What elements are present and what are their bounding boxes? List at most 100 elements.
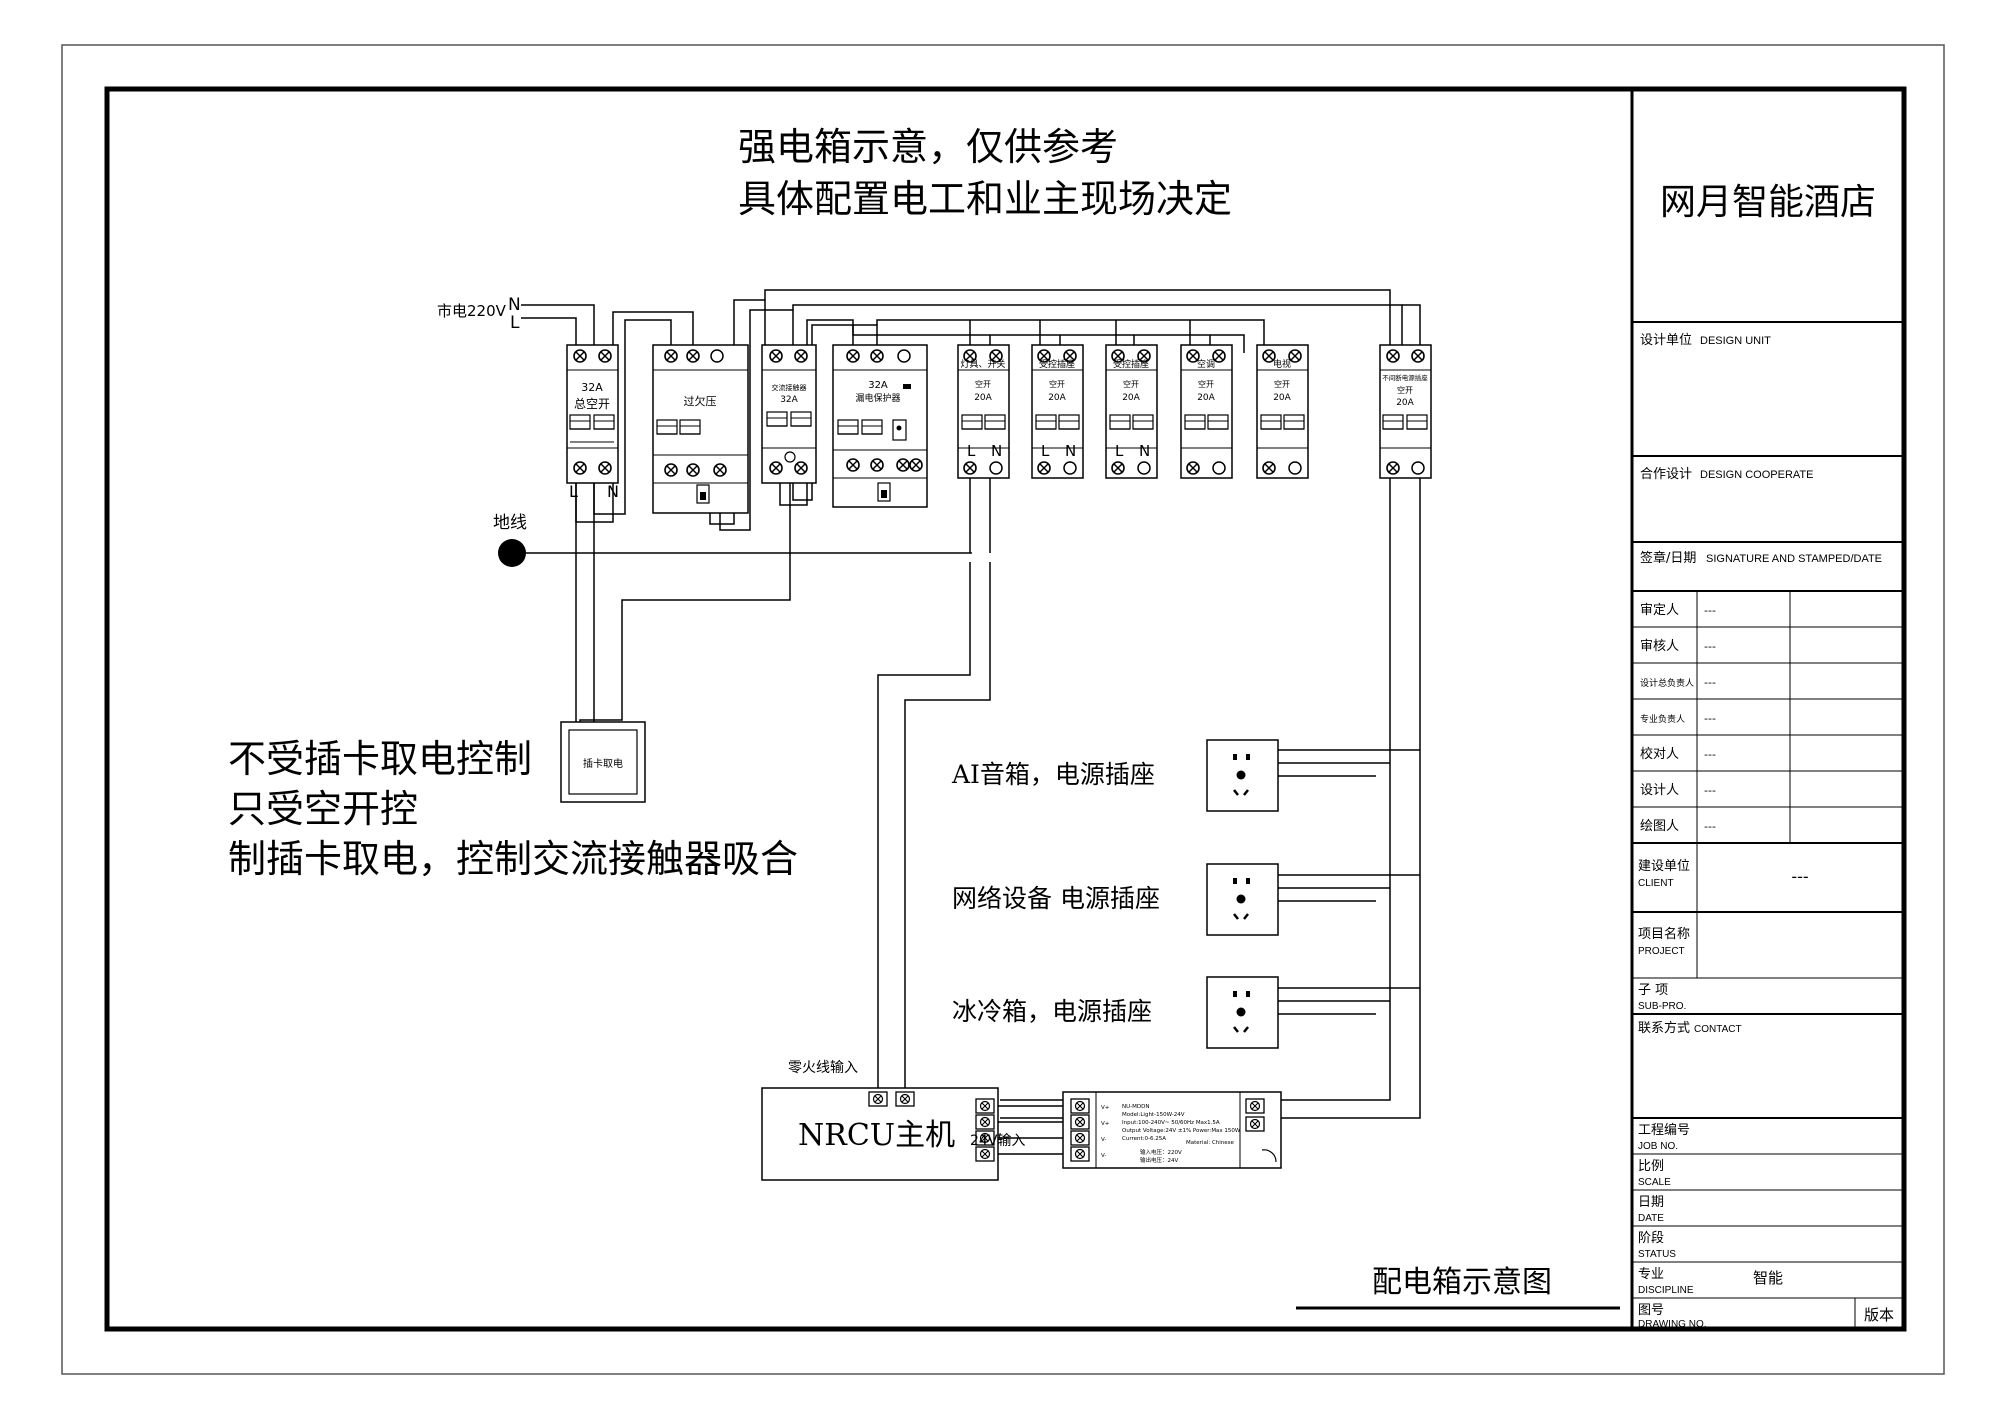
main-breaker — [566, 344, 619, 484]
role-value: --- — [1704, 640, 1716, 653]
branch-name: 灯具、开关 — [960, 358, 1005, 370]
always-on-name: 不间断电源插座 — [1382, 373, 1428, 382]
scale-label: 比例 — [1638, 1159, 1664, 1174]
psu-line8: Material: Chinese — [1186, 1140, 1235, 1146]
ac-contactor — [761, 344, 817, 484]
branch-n-label: N — [991, 442, 1002, 460]
diagram-title: 配电箱示意图 — [1372, 1265, 1552, 1300]
role-label: 专业负责人 — [1640, 713, 1685, 725]
job-label: 工程编号 — [1638, 1123, 1690, 1138]
subpro-label: 子 项 — [1638, 983, 1668, 998]
outer-sheet-border — [61, 44, 1945, 1375]
note-left-line2: 只受空开控 — [228, 787, 418, 831]
design-unit-label: 设计单位 — [1640, 333, 1692, 348]
supply-label: 市电220V — [437, 302, 507, 320]
branch-type: 空开 — [1123, 379, 1139, 389]
main-breaker-rating: 32A — [581, 381, 603, 394]
psu-line3: Input:100-240V~ 50/60Hz Max1.5A — [1122, 1120, 1220, 1126]
signature-label: 签章/日期 — [1640, 550, 1696, 566]
branch-l-label: L — [1115, 442, 1124, 460]
branch-breaker — [957, 344, 1010, 479]
role-label: 设计人 — [1640, 783, 1679, 798]
supply-l-label: L — [510, 313, 520, 333]
project-label: 项目名称 — [1638, 926, 1690, 942]
date-label: 日期 — [1638, 1195, 1664, 1210]
branch-type: 空开 — [1198, 379, 1214, 389]
main-breaker-n: N — [607, 482, 619, 501]
note-left-line3: 制插卡取电，控制交流接触器吸合 — [228, 837, 798, 881]
branch-type: 空开 — [975, 379, 991, 389]
contact-label: 联系方式 — [1638, 1020, 1690, 1036]
branch-rating: 20A — [1048, 393, 1066, 403]
role-value: --- — [1704, 748, 1716, 761]
note-top-line2: 具体配置电工和业主现场决定 — [738, 177, 1232, 221]
psu-term-label-1: V+ — [1101, 1105, 1110, 1111]
scale-en: SCALE — [1638, 1177, 1671, 1188]
always-on-breaker — [1379, 344, 1432, 479]
branch-l-label: L — [1041, 442, 1050, 460]
signature-en: SIGNATURE AND STAMPED/DATE — [1706, 553, 1882, 565]
psu-term-label-4: V- — [1101, 1153, 1106, 1159]
role-label: 设计总负责人 — [1640, 677, 1694, 689]
branch-type: 空开 — [1274, 379, 1290, 389]
client-label: 建设单位 — [1638, 859, 1690, 874]
status-en: STATUS — [1638, 1249, 1676, 1260]
branch-rating: 20A — [974, 393, 992, 403]
drawing-label: 图号 — [1638, 1303, 1664, 1318]
psu-line1: NU-MDDN — [1122, 1104, 1149, 1110]
branch-name: 受控插座 — [1113, 358, 1149, 370]
main-breaker-l: L — [569, 482, 578, 501]
nrcu-label: NRCU主机 — [798, 1118, 955, 1153]
cooperate-label: 合作设计 — [1640, 467, 1692, 482]
discipline-value: 智能 — [1753, 1269, 1783, 1287]
drawing-en: DRAWING NO. — [1638, 1319, 1707, 1330]
role-value: --- — [1704, 604, 1716, 617]
branch-breaker — [1256, 344, 1309, 479]
role-label: 绘图人 — [1640, 819, 1679, 834]
overvoltage-name: 过欠压 — [684, 394, 717, 408]
company-name: 网月智能酒店 — [1660, 182, 1876, 223]
nrcu-input-label: 零火线输入 — [788, 1060, 858, 1076]
branch-name: 受控插座 — [1039, 358, 1075, 370]
power-socket — [1206, 976, 1279, 1049]
psu-line7: 输出电压：24V — [1140, 1156, 1178, 1164]
socket-label: AI音箱，电源插座 — [951, 760, 1155, 789]
branch-rating: 20A — [1273, 393, 1291, 403]
socket-label: 网络设备 电源插座 — [952, 884, 1160, 913]
psu-term-label-3: V- — [1101, 1137, 1106, 1143]
always-on-rating: 20A — [1396, 398, 1414, 408]
cooperate-en: DESIGN COOPERATE — [1700, 469, 1813, 481]
discipline-en: DISCIPLINE — [1638, 1285, 1694, 1296]
role-value: --- — [1704, 820, 1716, 833]
contactor-rating: 32A — [780, 395, 798, 405]
card-switch — [560, 721, 646, 803]
branch-name: 电视 — [1273, 358, 1291, 370]
role-label: 审定人 — [1640, 603, 1679, 618]
branch-type: 空开 — [1049, 379, 1065, 389]
supply-n-label: N — [508, 295, 521, 315]
approval-roles: 审定人---审核人---设计总负责人---专业负责人---校对人---设计人--… — [1640, 603, 1716, 834]
branch-breaker — [1180, 344, 1233, 479]
role-value: --- — [1704, 676, 1716, 689]
branch-rating: 20A — [1122, 393, 1140, 403]
psu-line5: Current:0-6.25A — [1122, 1136, 1166, 1142]
drawing-frame — [104, 86, 1907, 1332]
note-left-line1: 不受插卡取电控制 — [228, 737, 532, 781]
socket-label: 冰冷箱，电源插座 — [952, 997, 1152, 1026]
psu-line4: Output Voltage:24V ±1% Power:Max 150W — [1122, 1128, 1241, 1134]
date-en: DATE — [1638, 1213, 1664, 1224]
role-value: --- — [1704, 712, 1716, 725]
power-supply — [1062, 1091, 1282, 1169]
project-en: PROJECT — [1638, 946, 1685, 957]
note-top-line1: 强电箱示意，仅供参考 — [738, 125, 1118, 169]
design-unit-en: DESIGN UNIT — [1700, 335, 1771, 347]
always-on-type: 空开 — [1397, 385, 1413, 395]
leakage-protector — [832, 344, 928, 508]
psu-term-label-2: V+ — [1101, 1121, 1110, 1127]
job-en: JOB NO. — [1638, 1141, 1678, 1152]
card-switch-label: 插卡取电 — [583, 757, 623, 770]
branch-name: 空调 — [1197, 358, 1215, 370]
leakage-rating: 32A — [868, 380, 888, 391]
